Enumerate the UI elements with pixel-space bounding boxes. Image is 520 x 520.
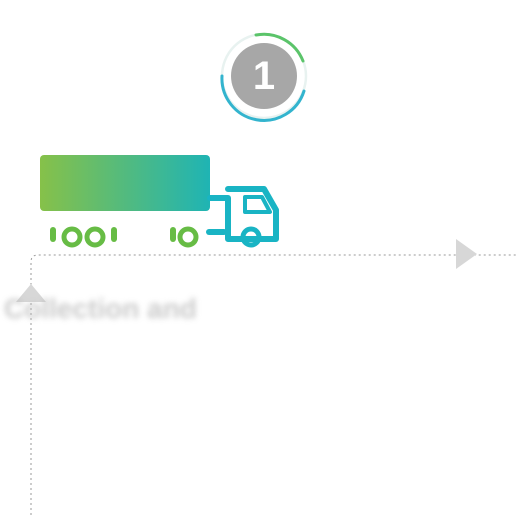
truck-rear-wheel xyxy=(61,226,83,248)
step-ring-green-arc xyxy=(254,32,305,63)
truck-middle-wheel-guard-left xyxy=(170,227,176,242)
truck-middle-wheel xyxy=(177,226,199,248)
step-badge xyxy=(220,32,308,122)
truck-front-wheel xyxy=(240,226,262,248)
truck-rear-wheel-guard-right xyxy=(111,227,117,242)
step-number-circle xyxy=(231,43,297,109)
step-number: 1 xyxy=(252,54,276,98)
step-label: Collection and xyxy=(4,293,197,324)
truck-cab-window xyxy=(243,195,272,214)
truck-cab-outline xyxy=(207,186,279,242)
arrow-right-icon xyxy=(456,239,477,269)
arrow-up-icon xyxy=(16,284,46,302)
delivery-truck-icon xyxy=(37,155,279,248)
truck-rear-wheel-guard-left xyxy=(50,227,56,242)
truck-wheels xyxy=(50,226,262,248)
truck-rear-wheel xyxy=(84,226,106,248)
step-ring-blue-arc xyxy=(220,74,306,122)
truck-cargo-box xyxy=(40,155,210,211)
